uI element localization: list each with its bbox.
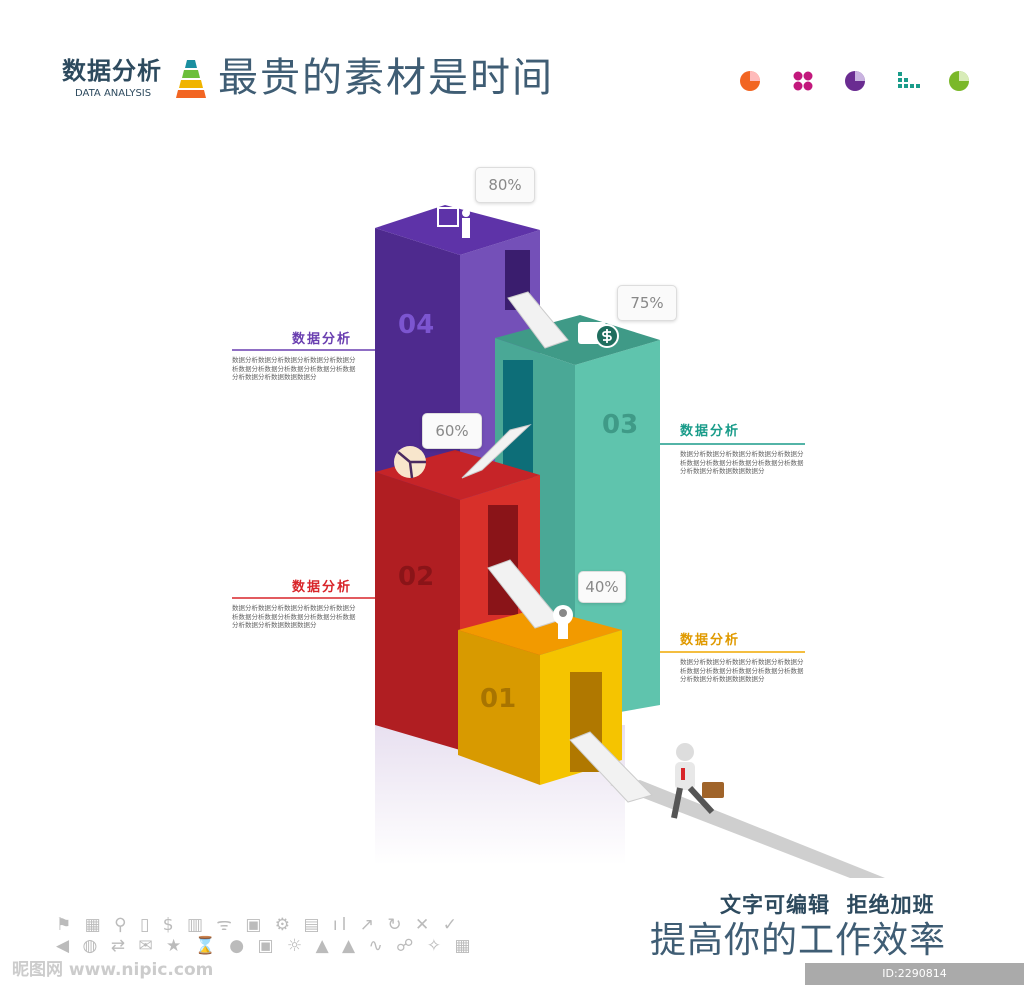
pie-chart-icon [845, 71, 865, 91]
businessman-icon [671, 743, 724, 819]
top-icons [740, 71, 969, 91]
percent-bubble-03: 75% [617, 285, 677, 321]
step-label-04: 数据分析 [292, 332, 353, 347]
pyramid-icon [176, 60, 206, 98]
brand-title: 数据分析 [62, 57, 162, 85]
step-body-01: 数据分析数据分析数据分析数据分析数据分析数据分析数据分析数据分析数据分析数据分析… [680, 658, 804, 683]
headline: 最贵的素材是时间 [218, 55, 554, 101]
slogan-secondary: 提高你的工作效率 [650, 920, 947, 961]
pie-chart-icon [949, 71, 969, 91]
presentation-icon [437, 207, 470, 238]
briefcase-icon [702, 782, 724, 798]
percent-bubble-01: 40% [578, 571, 626, 603]
step-body-04: 数据分析数据分析数据分析数据分析数据分析数据分析数据分析数据分析数据分析数据分析… [232, 356, 356, 381]
step-body-02: 数据分析数据分析数据分析数据分析数据分析数据分析数据分析数据分析数据分析数据分析… [232, 604, 356, 629]
step-label-01: 数据分析 [680, 633, 741, 648]
stairs [461, 291, 653, 803]
pie-chart-icon [394, 446, 426, 479]
step-label-02: 数据分析 [292, 580, 353, 595]
step-number-04: 04 [398, 310, 435, 340]
icon-set-row-2: ◀ ◍ ⇄ ✉ ★ ⌛ ● ▣ ☼ ▲ ▲ ∿ ☍ ✧ ▦ [56, 936, 475, 956]
step-number-02: 02 [398, 562, 435, 592]
step-number-03: 03 [602, 410, 639, 440]
watermark: 昵图网 www.nipic.com [12, 960, 214, 980]
flower-icon [793, 71, 813, 91]
pie-chart-icon [740, 71, 760, 91]
step-number-01: 01 [480, 684, 517, 714]
briefcase-dollar-icon [578, 322, 619, 348]
watermark-id: ID:2290814 NO:20171226171241804000 [805, 963, 1024, 993]
icon-set-row-1: ⚑ ▦ ⚲ ▯ $ ▥ ᯤ ▣ ⚙ ▤ ıl ↗ ↻ ✕ ✓ [56, 915, 461, 935]
brand-subtitle: DATA ANALYSIS [75, 88, 152, 99]
step-label-03: 数据分析 [680, 424, 741, 439]
step-body-03: 数据分析数据分析数据分析数据分析数据分析数据分析数据分析数据分析数据分析数据分析… [680, 450, 804, 475]
dots-chart-icon [898, 72, 920, 88]
slogan-primary: 文字可编辑 拒绝加班 [720, 893, 935, 917]
lightbulb-icon [553, 605, 573, 639]
percent-bubble-04: 80% [475, 167, 535, 203]
percent-bubble-02: 60% [422, 413, 482, 449]
